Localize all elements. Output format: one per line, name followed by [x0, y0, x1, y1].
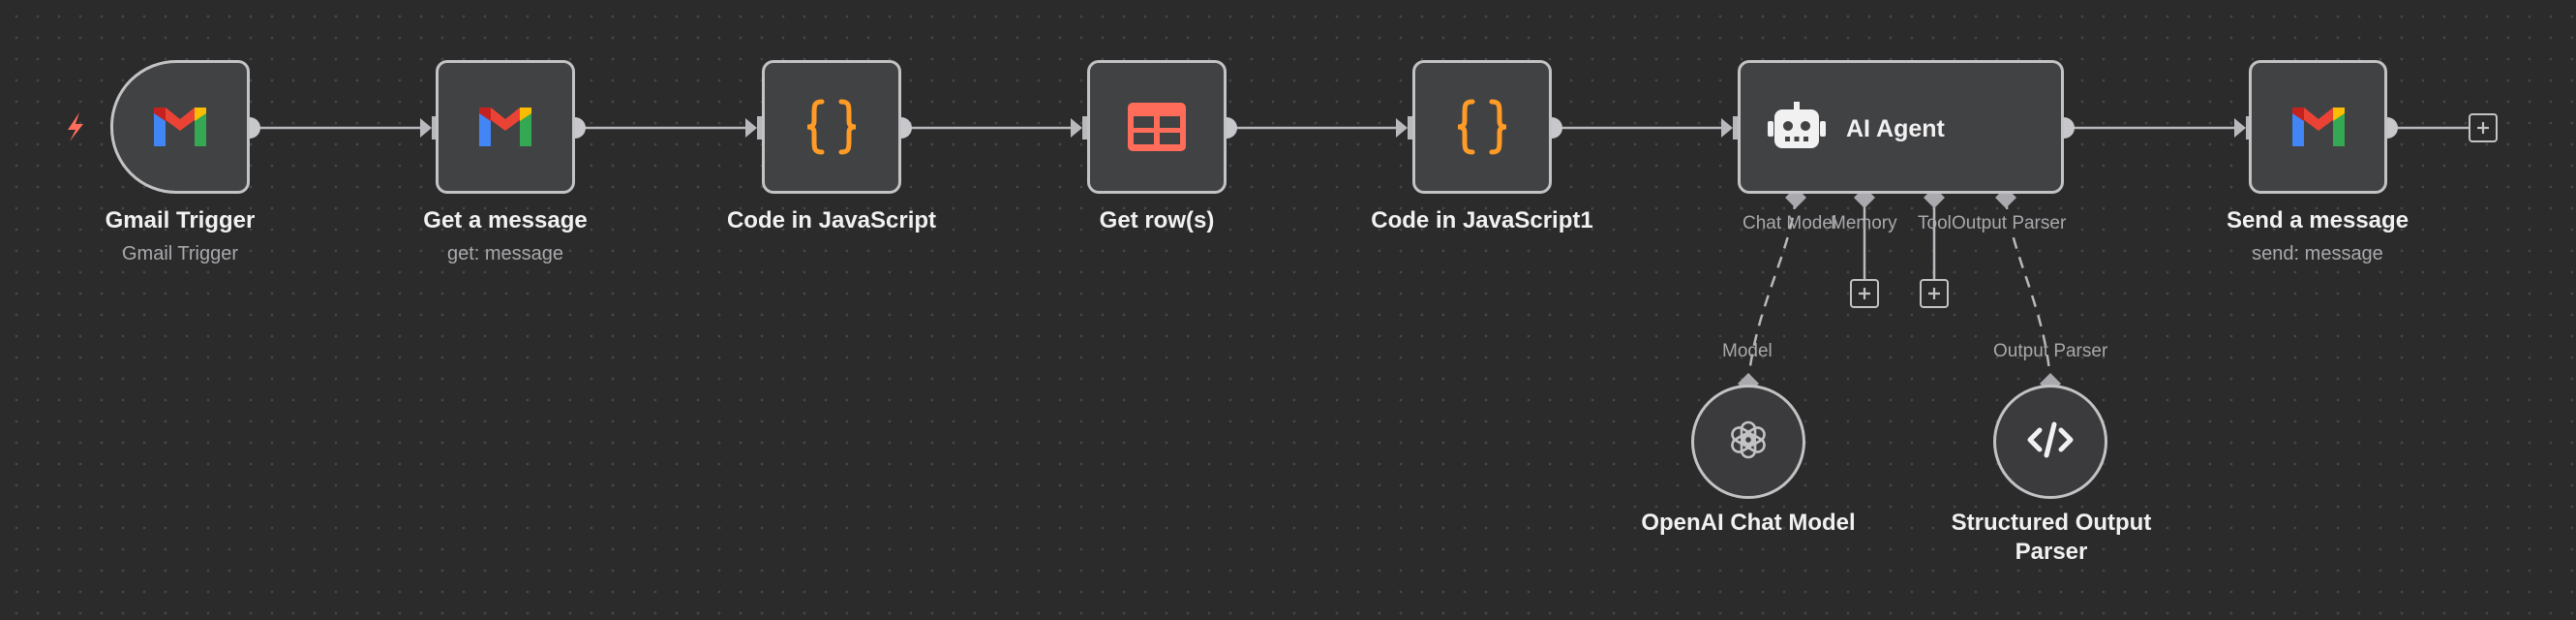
input-handle: [1082, 116, 1087, 140]
input-handle: [1733, 116, 1738, 140]
parser-connection-line: [2004, 197, 2052, 385]
code-braces-icon: [1451, 96, 1513, 158]
port-label-output-parser: Output Parser: [1952, 213, 2067, 234]
plus-icon: [2477, 122, 2489, 134]
node-openai-chat-model[interactable]: [1691, 385, 1805, 499]
node-code-in-javascript[interactable]: [762, 60, 901, 194]
node-structured-output-parser[interactable]: [1993, 385, 2107, 499]
node-label: Structured Output Parser: [1951, 510, 2152, 565]
input-arrow: [1396, 118, 1408, 138]
input-arrow: [745, 118, 757, 138]
input-arrow: [420, 118, 432, 138]
node-label: Get a message: [423, 207, 588, 233]
node-label: AI Agent: [1846, 115, 1945, 142]
node-send-a-message[interactable]: [2249, 60, 2387, 194]
input-arrow: [1071, 118, 1082, 138]
node-gmail-trigger[interactable]: [110, 60, 250, 194]
node-subtitle: Gmail Trigger: [121, 243, 239, 264]
port-label-memory: Memory: [1831, 213, 1897, 233]
trigger-bolt-icon: [68, 112, 83, 141]
openai-icon: [1724, 416, 1773, 469]
model-connection-line: [1746, 197, 1798, 385]
plus-icon: [1859, 288, 1870, 299]
node-code-in-javascript1[interactable]: [1412, 60, 1552, 194]
input-handle: [1408, 116, 1412, 140]
input-handle: [432, 116, 437, 140]
port-label-model: Model: [1722, 341, 1773, 361]
node-subtitle: get: message: [446, 243, 564, 264]
port-label-tool: Tool: [1918, 213, 1952, 233]
gmail-icon: [150, 104, 210, 150]
node-label: Get row(s): [1099, 207, 1215, 233]
node-label: Code in JavaScript1: [1371, 207, 1593, 233]
gmail-icon: [2288, 104, 2349, 150]
add-memory-button[interactable]: [1850, 279, 1879, 308]
code-braces-icon: [801, 96, 863, 158]
add-node-button[interactable]: [2469, 113, 2498, 142]
gmail-icon: [475, 104, 535, 150]
robot-icon: [1768, 102, 1826, 152]
node-ai-agent[interactable]: [1738, 60, 2064, 194]
node-get-a-message[interactable]: [436, 60, 575, 194]
node-get-rows[interactable]: [1087, 60, 1227, 194]
port-label-output-parser-in: Output Parser: [1993, 341, 2108, 361]
add-tool-button[interactable]: [1920, 279, 1949, 308]
node-label: Code in JavaScript: [726, 207, 937, 233]
input-handle: [2246, 116, 2251, 140]
port-label-chat-model: Chat Model: [1743, 213, 1837, 233]
input-arrow: [2234, 118, 2246, 138]
plus-icon: [1928, 288, 1940, 299]
input-arrow: [1721, 118, 1733, 138]
table-icon: [1128, 103, 1186, 151]
node-subtitle: send: message: [2252, 243, 2383, 264]
input-handle: [757, 116, 762, 140]
node-label: OpenAI Chat Model: [1641, 510, 1856, 536]
node-label: Gmail Trigger: [105, 207, 256, 233]
node-label: Send a message: [2226, 207, 2409, 233]
code-tag-icon: [2025, 420, 2076, 464]
